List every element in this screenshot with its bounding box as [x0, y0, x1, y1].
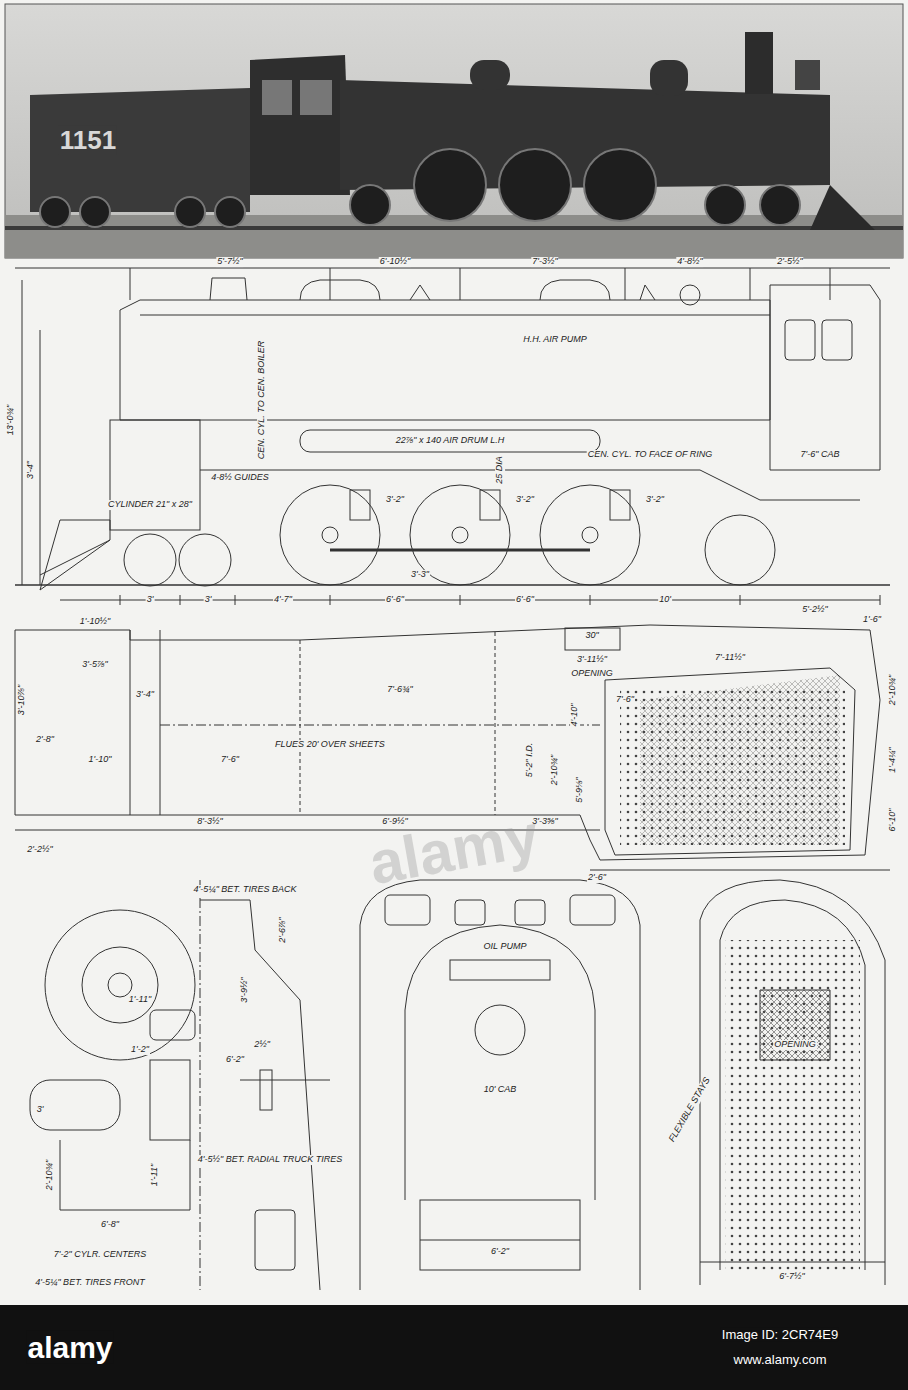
dimension-label: 1'-6" — [862, 615, 882, 625]
dimension-label: 4'-10" — [570, 703, 580, 728]
dimension-label: 3'-4" — [26, 460, 36, 480]
dimension-label: 7'-11½" — [714, 653, 746, 663]
dimension-label: 3'-4" — [135, 690, 155, 700]
watermark-text: Image ID: 2CR74E9 — [721, 1328, 839, 1342]
dimension-label: 6'-2" — [225, 1055, 245, 1065]
dimension-label: 3' — [146, 595, 155, 605]
watermark-band — [0, 1305, 908, 1390]
dimension-label: 7'-6" CAB — [800, 450, 841, 460]
dimension-label: 6'-6" — [385, 595, 405, 605]
dimension-label: 5'-7½" — [216, 257, 243, 267]
watermark-text: www.alamy.com — [733, 1353, 828, 1367]
dimension-label: 3'-11½" — [576, 655, 608, 665]
dimension-label: 7'-6¾" — [386, 685, 413, 695]
dimension-label: 2'-10¾" — [550, 754, 560, 786]
dimension-label: 4'-8½" — [676, 257, 703, 267]
dimension-label: 4'-5¼" BET. TIRES FRONT — [34, 1278, 146, 1288]
dimension-label: OPENING — [570, 669, 614, 679]
dimension-label: H.H. AIR PUMP — [522, 335, 588, 345]
dimension-label: 2'-2½" — [26, 845, 53, 855]
dimension-label: 3' — [36, 1105, 45, 1115]
dimension-label: 2½" — [253, 1040, 271, 1050]
dimension-label: 7'-2" CYLR. CENTERS — [53, 1250, 147, 1260]
dimension-label: 3'-3" — [410, 570, 430, 580]
dimension-label: 2'-5½" — [776, 257, 803, 267]
dimension-label: 10' CAB — [483, 1085, 518, 1095]
dimension-label: 1'-11" — [150, 1163, 160, 1187]
locomotive-photo — [5, 4, 903, 258]
dimension-label: 8'-3½" — [196, 817, 223, 827]
dimension-label: 5'-2" I.D. — [525, 742, 535, 778]
dimension-label: 6'-2" — [490, 1247, 510, 1257]
dimension-label: 5'-2½" — [801, 605, 828, 615]
dimension-label: 6'-10½" — [379, 257, 411, 267]
dimension-label: 6'-8" — [100, 1220, 120, 1230]
dimension-label: CEN. CYL. TO FACE OF RING — [587, 450, 714, 460]
dimension-label: 30" — [584, 631, 599, 641]
dimension-label: 3'-2" — [645, 495, 665, 505]
dimension-label: 10' — [658, 595, 672, 605]
dimension-label: 3'-10⅞" — [17, 684, 27, 716]
dimension-label: 2'-6⅞" — [278, 916, 288, 943]
dimension-label: 25 DIA — [495, 455, 505, 485]
dimension-label: 3' — [204, 595, 213, 605]
end-views — [30, 880, 885, 1290]
dimension-label: 1'-2" — [130, 1045, 150, 1055]
dimension-label: 3'-2" — [515, 495, 535, 505]
dimension-label: 1'-11" — [128, 995, 152, 1005]
dimension-label: 2'-10¾" — [45, 1159, 55, 1191]
dimension-label: 4'-5½" BET. RADIAL TRUCK TIRES — [197, 1155, 343, 1165]
side-elevation — [15, 268, 890, 605]
dimension-label: 5'-9⅛" — [575, 776, 585, 803]
dimension-label: OIL PUMP — [483, 942, 528, 952]
dimension-label: 4'-5¼" BET. TIRES BACK — [192, 885, 297, 895]
dimension-label: 3'-5⅞" — [81, 660, 108, 670]
dimension-label: 2'-6" — [587, 873, 607, 883]
dimension-label: FLEXIBLE STAYS — [667, 1075, 713, 1145]
dimension-label: 6'-10" — [888, 808, 898, 833]
dimension-label: 4'-7" — [273, 595, 293, 605]
dimension-label: 4-8½ GUIDES — [210, 473, 270, 483]
dimension-label: 6'-6" — [515, 595, 535, 605]
dimension-label: 7'-3½" — [531, 257, 558, 267]
dimension-label: 1'-10½" — [79, 617, 111, 627]
dimension-label: 1'-10" — [88, 755, 113, 765]
dimension-label: 1'-4¼" — [888, 746, 898, 773]
dimension-label: 13'-0¾" — [6, 404, 16, 436]
dimension-label: 7'-6" — [220, 755, 240, 765]
dimension-label: 3'-2" — [385, 495, 405, 505]
dimension-label: 2'-8" — [35, 735, 55, 745]
dimension-label: 3'-9½" — [240, 976, 250, 1003]
dimension-label: 6'-7½" — [778, 1272, 805, 1282]
dimension-label: FLUES 20' OVER SHEETS — [274, 740, 386, 750]
dimension-label: CEN. CYL. TO CEN. BOILER — [257, 340, 267, 460]
dimension-label: 7'-6" — [615, 695, 635, 705]
dimension-label: OPENING — [773, 1040, 817, 1050]
photo-number: 1151 — [59, 126, 117, 155]
watermark-logo: alamy — [26, 1331, 113, 1364]
dimension-label: 2'-10¾" — [888, 674, 898, 706]
dimension-label: 22⅞" x 140 AIR DRUM L.H — [395, 436, 505, 446]
dimension-label: CYLINDER 21" x 28" — [107, 500, 193, 510]
